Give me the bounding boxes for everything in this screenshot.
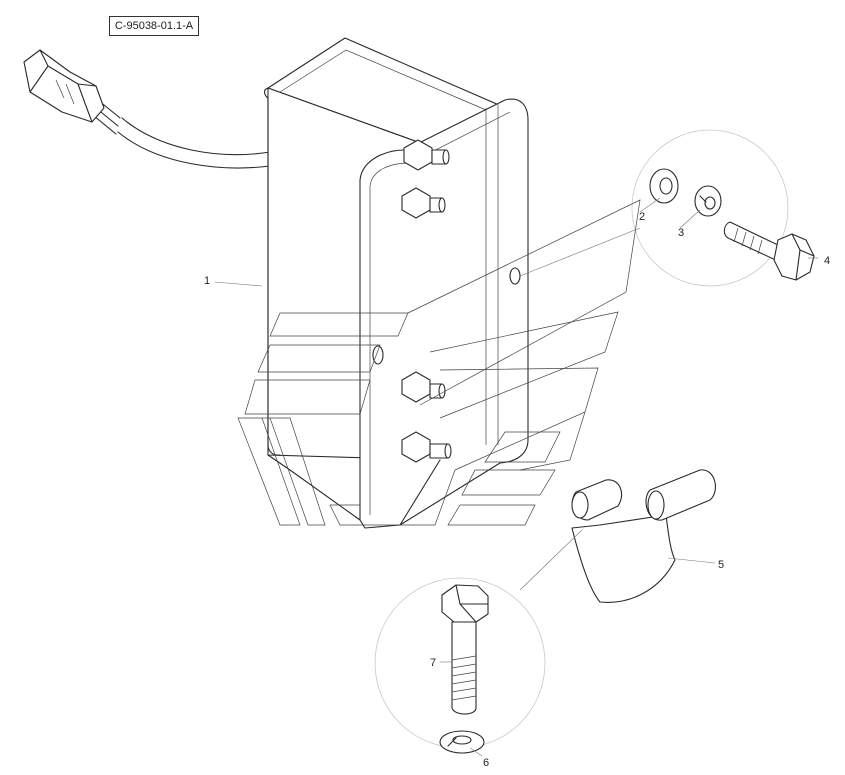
lock-washer-lower [439,730,485,754]
terminal-stud-3 [401,371,446,403]
detail-circle-hardware [631,129,789,287]
terminal-stud-1 [403,139,450,171]
lock-washer [694,185,722,217]
terminal-studs [401,139,452,463]
drawing-reference-label: C-95038-01.1-A [109,16,199,36]
terminal-stud-2 [401,187,446,219]
wire-harness-connector [23,49,271,169]
callout-3: 3 [678,227,684,239]
flat-washer [649,168,679,204]
callout-2: 2 [639,211,645,223]
callout-4: 4 [824,255,830,267]
hex-bolt-short [723,221,815,281]
callout-7: 7 [430,657,436,669]
spacer-bracket [571,469,716,603]
terminal-stud-4 [401,431,452,463]
callout-6: 6 [483,757,489,769]
callout-1: 1 [204,275,210,287]
leader-lines [214,197,818,757]
electronic-module-housing [264,37,529,529]
hex-bolt-long [441,584,489,715]
callout-5: 5 [718,559,724,571]
mounting-bracket-outline [237,199,641,526]
